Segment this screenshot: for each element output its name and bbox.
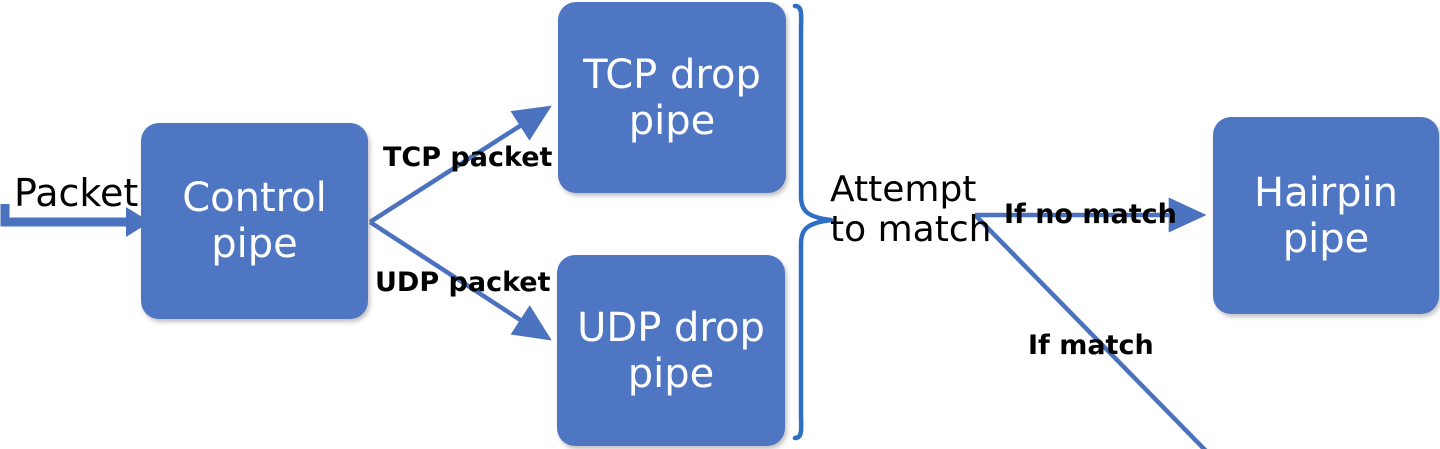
tcp-drop-pipe-node[interactable]: TCP drop pipe bbox=[558, 2, 786, 193]
control-pipe-label: Control pipe bbox=[182, 175, 327, 267]
edge-control-to-tcp-drop bbox=[368, 105, 552, 224]
edge-brace-if-match bbox=[973, 213, 1208, 449]
edge-packet-to-control bbox=[0, 204, 150, 237]
grouping-brace bbox=[792, 3, 834, 441]
udp-drop-pipe-node[interactable]: UDP drop pipe bbox=[557, 255, 785, 446]
if-no-match-edge-label: If no match bbox=[1004, 199, 1177, 230]
packet-input-label: Packet bbox=[14, 171, 139, 215]
edge-control-to-udp-drop bbox=[368, 220, 552, 341]
udp-drop-pipe-label: UDP drop pipe bbox=[577, 304, 765, 397]
tcp-packet-edge-label: TCP packet bbox=[383, 142, 553, 173]
hairpin-pipe-node[interactable]: Hairpin pipe bbox=[1213, 117, 1439, 314]
attempt-to-match-label: Attempt to match bbox=[830, 169, 992, 251]
if-match-edge-label: If match bbox=[1028, 330, 1154, 361]
hairpin-pipe-label: Hairpin pipe bbox=[1253, 169, 1398, 262]
tcp-drop-pipe-label: TCP drop pipe bbox=[583, 51, 761, 144]
udp-packet-edge-label: UDP packet bbox=[375, 267, 551, 298]
control-pipe-node[interactable]: Control pipe bbox=[141, 123, 368, 319]
